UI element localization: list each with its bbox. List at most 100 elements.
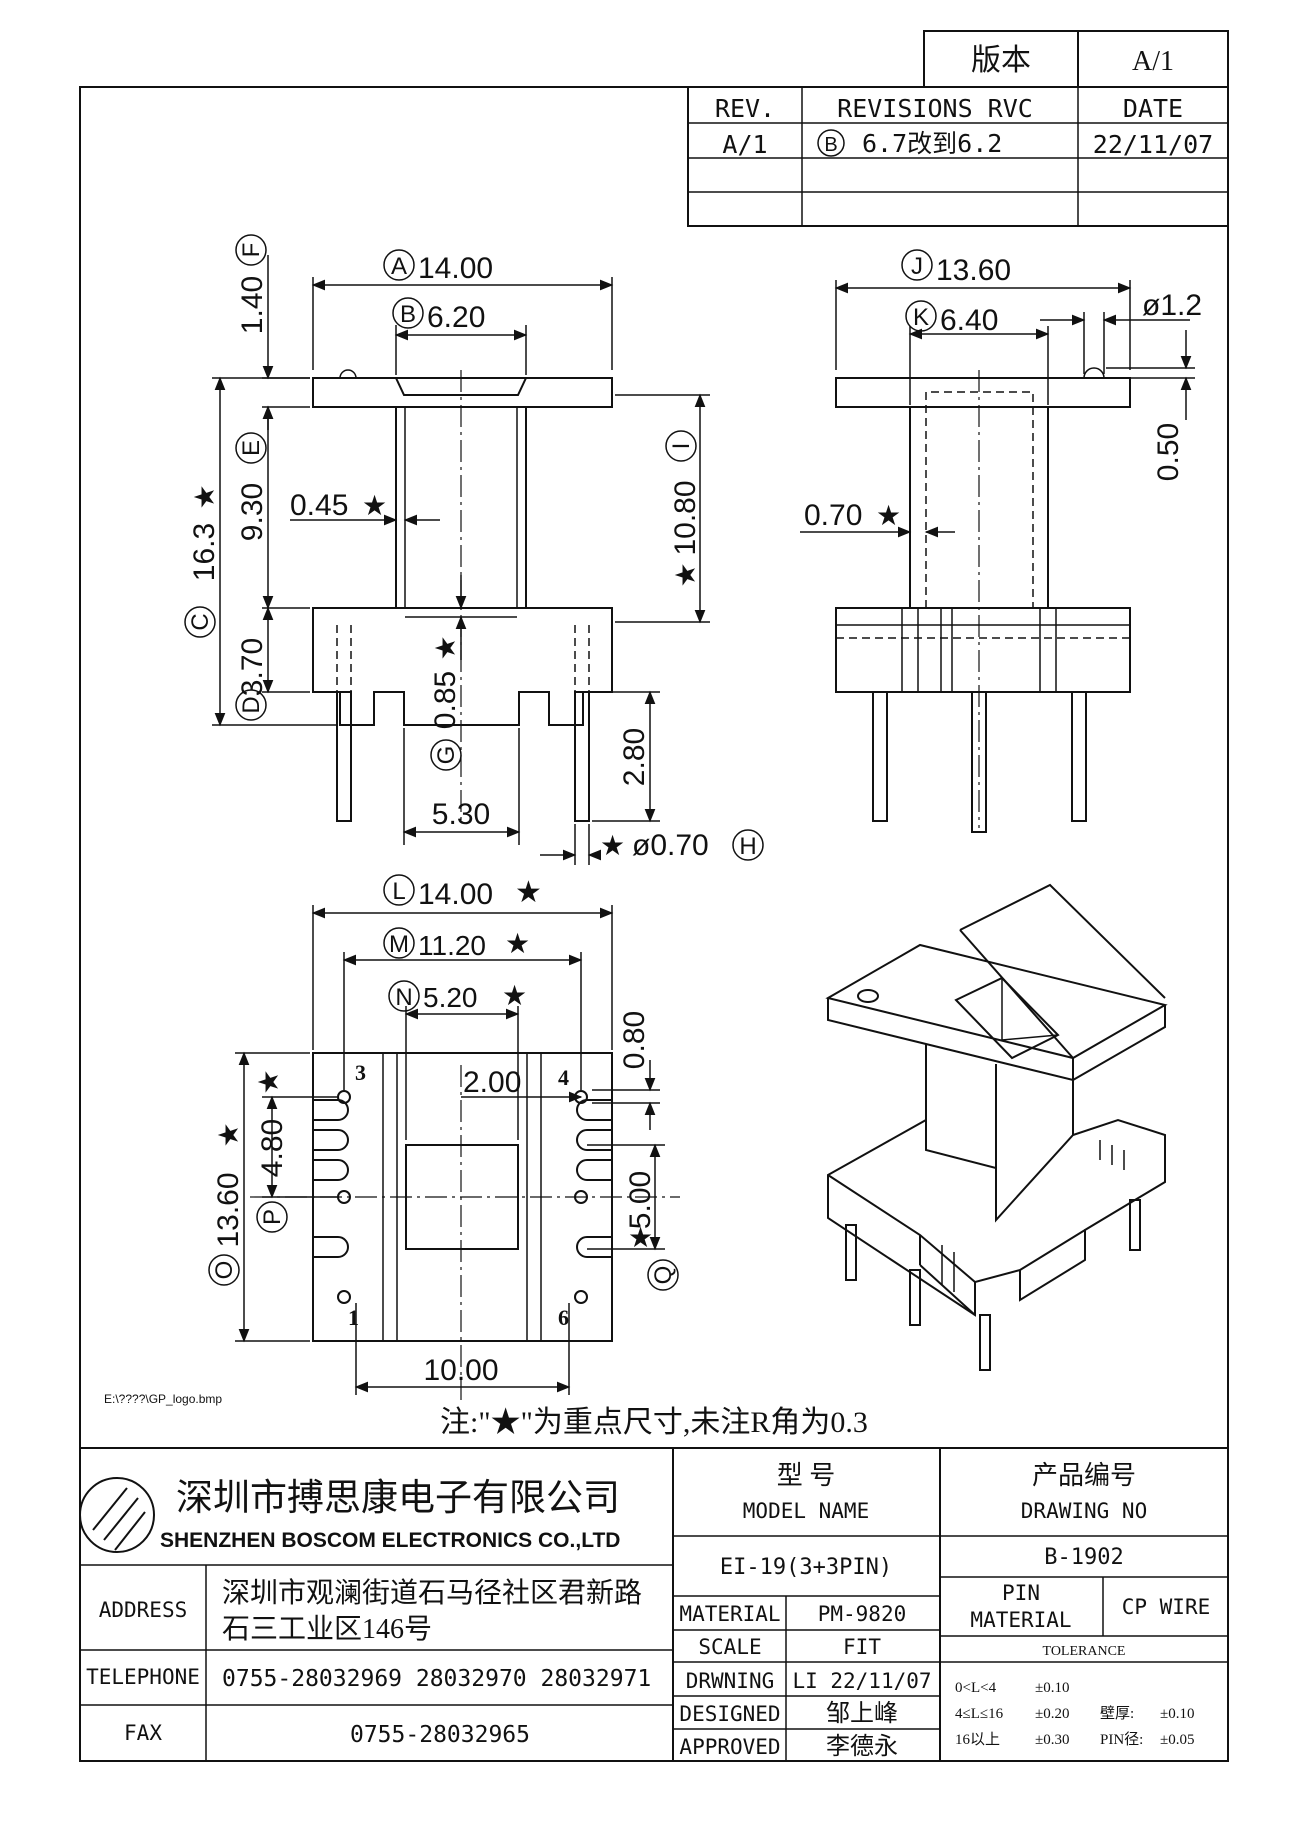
star-M: ★ [505, 928, 530, 959]
label-F: F [238, 243, 265, 258]
dim-M: 11.20 [418, 930, 486, 961]
tol-2-value: ±0.20 [1035, 1706, 1069, 1722]
tol-1-value: ±0.10 [1035, 1680, 1069, 1696]
label-A: A [391, 253, 407, 280]
tol-3-value: ±0.30 [1035, 1732, 1069, 1748]
dim-H: ø0.70 [632, 829, 709, 862]
drawn-label: DRWNING [686, 1669, 775, 1693]
front-view: A 14.00 B 6.20 1.40 F 9.30 E 3.70 D 16.3 [184, 234, 764, 865]
label-L: L [392, 878, 405, 905]
label-G: G [433, 746, 460, 765]
dim-D: 3.70 [236, 638, 269, 696]
sheet-border [79, 86, 1229, 1762]
dim-center-offset: 2.00 [463, 1066, 521, 1099]
pin-material-label-2: MATERIAL [970, 1608, 1071, 1632]
star-C: ★ [189, 484, 220, 509]
tol-3-range: 16以上 [955, 1731, 1000, 1748]
scale-label: SCALE [698, 1635, 761, 1659]
tolerance-label: TOLERANCE [1043, 1644, 1126, 1659]
material-value: PM-9820 [818, 1602, 907, 1626]
telephone-value: 0755-28032969 28032970 28032971 [222, 1666, 651, 1692]
dim-G: 0.85 [429, 671, 462, 729]
scale-value: FIT [843, 1635, 881, 1659]
approved-label: APPROVED [679, 1735, 780, 1759]
isometric-view [825, 883, 1168, 1371]
dim-N: 5.20 [423, 982, 478, 1013]
dim-L: 14.00 [418, 878, 493, 911]
star-I: ★ [670, 562, 701, 587]
title-block: 深圳市搏思康电子有限公司 SHENZHEN BOSCOM ELECTRONICS… [79, 1447, 1228, 1761]
star-H: ★ [600, 830, 625, 861]
tol-1-range: 0<L<4 [955, 1680, 997, 1696]
pin-dia-tol-label: PIN径: [1100, 1731, 1143, 1748]
pin-4: 4 [558, 1065, 569, 1090]
revision-marker: B [824, 134, 837, 156]
rev-header: REV. [715, 94, 775, 123]
tol-2-range: 4≤L≤16 [955, 1706, 1004, 1722]
pin-6: 6 [558, 1305, 569, 1330]
pin-3: 3 [355, 1060, 366, 1085]
revisions-header: REVISIONS RVC [837, 94, 1033, 123]
star-O: ★ [213, 1122, 244, 1147]
dim-wall: 0.45 [290, 489, 348, 522]
dim-top-offset: 0.80 [618, 1011, 651, 1069]
pin-material-label-1: PIN [1002, 1581, 1040, 1605]
dim-C: 16.3 [188, 523, 221, 581]
telephone-label: TELEPHONE [86, 1665, 200, 1689]
revision-box: 版本 A/1 REV. REVISIONS RVC DATE A/1 B 6.7… [687, 30, 1229, 227]
version-value: A/1 [1132, 46, 1174, 77]
company-logo [79, 1477, 155, 1553]
label-J: J [911, 253, 923, 280]
star-wall: ★ [362, 490, 387, 521]
drawing-no-value: B-1902 [1044, 1545, 1123, 1570]
label-O: O [211, 1261, 238, 1280]
label-Q: Q [650, 1266, 677, 1285]
label-E: E [238, 440, 265, 456]
revision-date: 22/11/07 [1093, 130, 1213, 159]
wall-tol-value: ±0.10 [1160, 1706, 1194, 1722]
label-B: B [400, 301, 416, 328]
dim-pin-length: 2.80 [618, 728, 651, 786]
label-I: I [668, 443, 695, 450]
address-label: ADDRESS [99, 1598, 188, 1622]
pin-dia-tol-value: ±0.05 [1160, 1732, 1194, 1748]
company-name-en: SHENZHEN BOSCOM ELECTRONICS CO.,LTD [160, 1529, 620, 1552]
address-line2: 石三工业区146号 [222, 1614, 432, 1645]
approved-value: 李德永 [826, 1733, 898, 1760]
pin-material-value: CP WIRE [1122, 1595, 1211, 1619]
drawing-no-label-cn: 产品编号 [1032, 1461, 1136, 1490]
wall-tol-label: 壁厚: [1100, 1705, 1134, 1722]
dim-side-wall: 0.70 [804, 499, 862, 532]
label-D: D [238, 696, 265, 713]
dim-K: 6.40 [940, 304, 998, 337]
star-L: ★ [515, 876, 542, 909]
drawing-note: 注:"★"为重点尺寸,未注R角为0.3 [440, 1406, 868, 1439]
side-view: J 13.60 K 6.40 ø1.2 0.50 0.70 ★ [800, 249, 1202, 833]
dim-A: 14.00 [418, 252, 493, 285]
logo-path: E:\????\GP_logo.bmp [104, 1392, 222, 1406]
label-M: M [389, 931, 409, 958]
label-P: P [259, 1209, 286, 1225]
star-side-wall: ★ [876, 500, 901, 531]
dim-base-gap: 5.30 [432, 798, 490, 831]
pin-1: 1 [348, 1305, 359, 1330]
rev-value: A/1 [722, 130, 767, 159]
fax-label: FAX [124, 1721, 162, 1745]
fax-value: 0755-28032965 [350, 1722, 530, 1748]
designed-label: DESIGNED [679, 1702, 780, 1726]
star-N: ★ [502, 980, 527, 1011]
label-C: C [187, 613, 214, 630]
dim-F: 1.40 [236, 276, 269, 334]
dim-E: 9.30 [236, 483, 269, 541]
star-P: ★ [253, 1069, 284, 1094]
dim-O: 13.60 [212, 1172, 245, 1247]
dim-J: 13.60 [936, 254, 1011, 287]
label-N: N [395, 984, 412, 1011]
date-header: DATE [1123, 94, 1183, 123]
model-label-en: MODEL NAME [743, 1499, 869, 1523]
dim-Q: 5.00 [624, 1171, 657, 1229]
address-line1: 深圳市观澜街道石马径社区君新路 [222, 1577, 642, 1609]
model-label-cn: 型 号 [777, 1461, 836, 1490]
revision-text: 6.7改到6.2 [862, 129, 1002, 158]
dim-I: 10.80 [669, 480, 702, 555]
